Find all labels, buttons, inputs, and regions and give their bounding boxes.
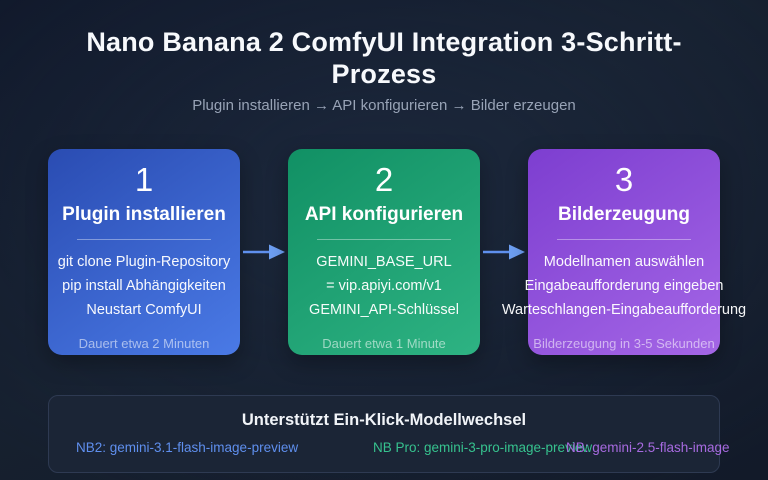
arrow-right-icon [483, 244, 525, 260]
step-duration-note: Dauert etwa 2 Minuten [78, 336, 210, 351]
page-subtitle: Plugin installieren → API konfigurieren … [192, 97, 576, 114]
model-switch-title: Unterstützt Ein-Klick-Modellwechsel [241, 411, 527, 429]
arrow-cell [240, 243, 288, 261]
step-lines: GEMINI_BASE_URL = vip.apiyi.com/v1 GEMIN… [288, 250, 480, 322]
page-title: Nano Banana 2 ComfyUI Integration 3-Schr… [86, 27, 682, 89]
step-card-3: 3 Bilderzeugung Modellnamen auswählen Ei… [502, 149, 746, 355]
model-item-nb2: NB2: gemini-3.1-flash-image-preview [76, 440, 299, 455]
step-card-2: 2 API konfigurieren GEMINI_BASE_URL = vi… [288, 149, 480, 355]
step-line: Eingabeaufforderung eingeben [524, 278, 724, 294]
divider [77, 239, 211, 240]
step-duration-note: Bilderzeugung in 3-5 Sekunden [533, 336, 715, 351]
step-line: Modellnamen auswählen [543, 254, 705, 270]
arrow-right-icon [243, 244, 285, 260]
step-line: GEMINI_BASE_URL [316, 254, 452, 270]
step-lines: git clone Plugin-Repository pip install … [48, 250, 240, 322]
step-number: 1 [134, 161, 154, 198]
step-line: Neustart ComfyUI [86, 302, 202, 318]
step-number: 2 [374, 161, 394, 198]
arrow-cell [480, 243, 528, 261]
step-duration-note: Dauert etwa 1 Minute [322, 336, 446, 351]
step-line: git clone Plugin-Repository [57, 254, 231, 270]
step-line: pip install Abhängigkeiten [62, 278, 226, 294]
step-line: GEMINI_API-Schlüssel [309, 302, 459, 318]
step-line: Warteschlangen-Eingabeaufforderung [501, 302, 747, 318]
step-card-1: 1 Plugin installieren git clone Plugin-R… [48, 149, 240, 355]
divider [317, 239, 451, 240]
divider [557, 239, 691, 240]
step-line: = vip.apiyi.com/v1 [326, 278, 442, 294]
step-title: Plugin installieren [62, 204, 226, 225]
step-number: 3 [614, 161, 634, 198]
step-title: Bilderzeugung [558, 204, 690, 225]
steps-row: 1 Plugin installieren git clone Plugin-R… [48, 149, 746, 355]
step-lines: Modellnamen auswählen Eingabeaufforderun… [502, 250, 746, 322]
step-title: API konfigurieren [304, 204, 464, 225]
model-item-nb: NB: gemini-2.5-flash-image [566, 440, 730, 455]
model-item-nb-pro: NB Pro: gemini-3-pro-image-preview [373, 440, 593, 455]
model-switch-panel: Unterstützt Ein-Klick-Modellwechsel NB2:… [48, 395, 730, 473]
